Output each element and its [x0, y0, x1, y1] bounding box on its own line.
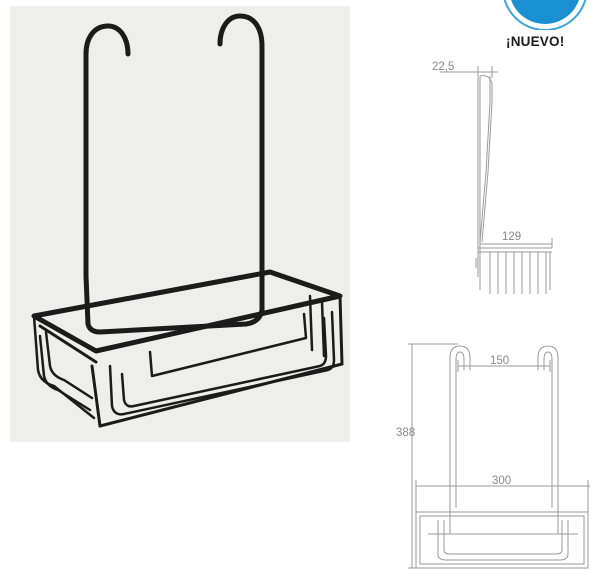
- product-photo: [10, 6, 350, 442]
- new-label: ¡NUEVO!: [506, 34, 565, 49]
- front-view-drawing: [408, 343, 590, 569]
- side-view-drawing: [440, 66, 553, 294]
- dimension-width: 300: [492, 475, 512, 487]
- new-badge-circle: [490, 0, 593, 30]
- dimension-height: 388: [396, 427, 416, 439]
- dimension-depth-top: 22,5: [432, 61, 455, 73]
- dimension-hook-spacing: 150: [490, 355, 510, 367]
- dimension-depth-basket: 129: [502, 231, 522, 243]
- shower-basket-image: [31, 13, 344, 428]
